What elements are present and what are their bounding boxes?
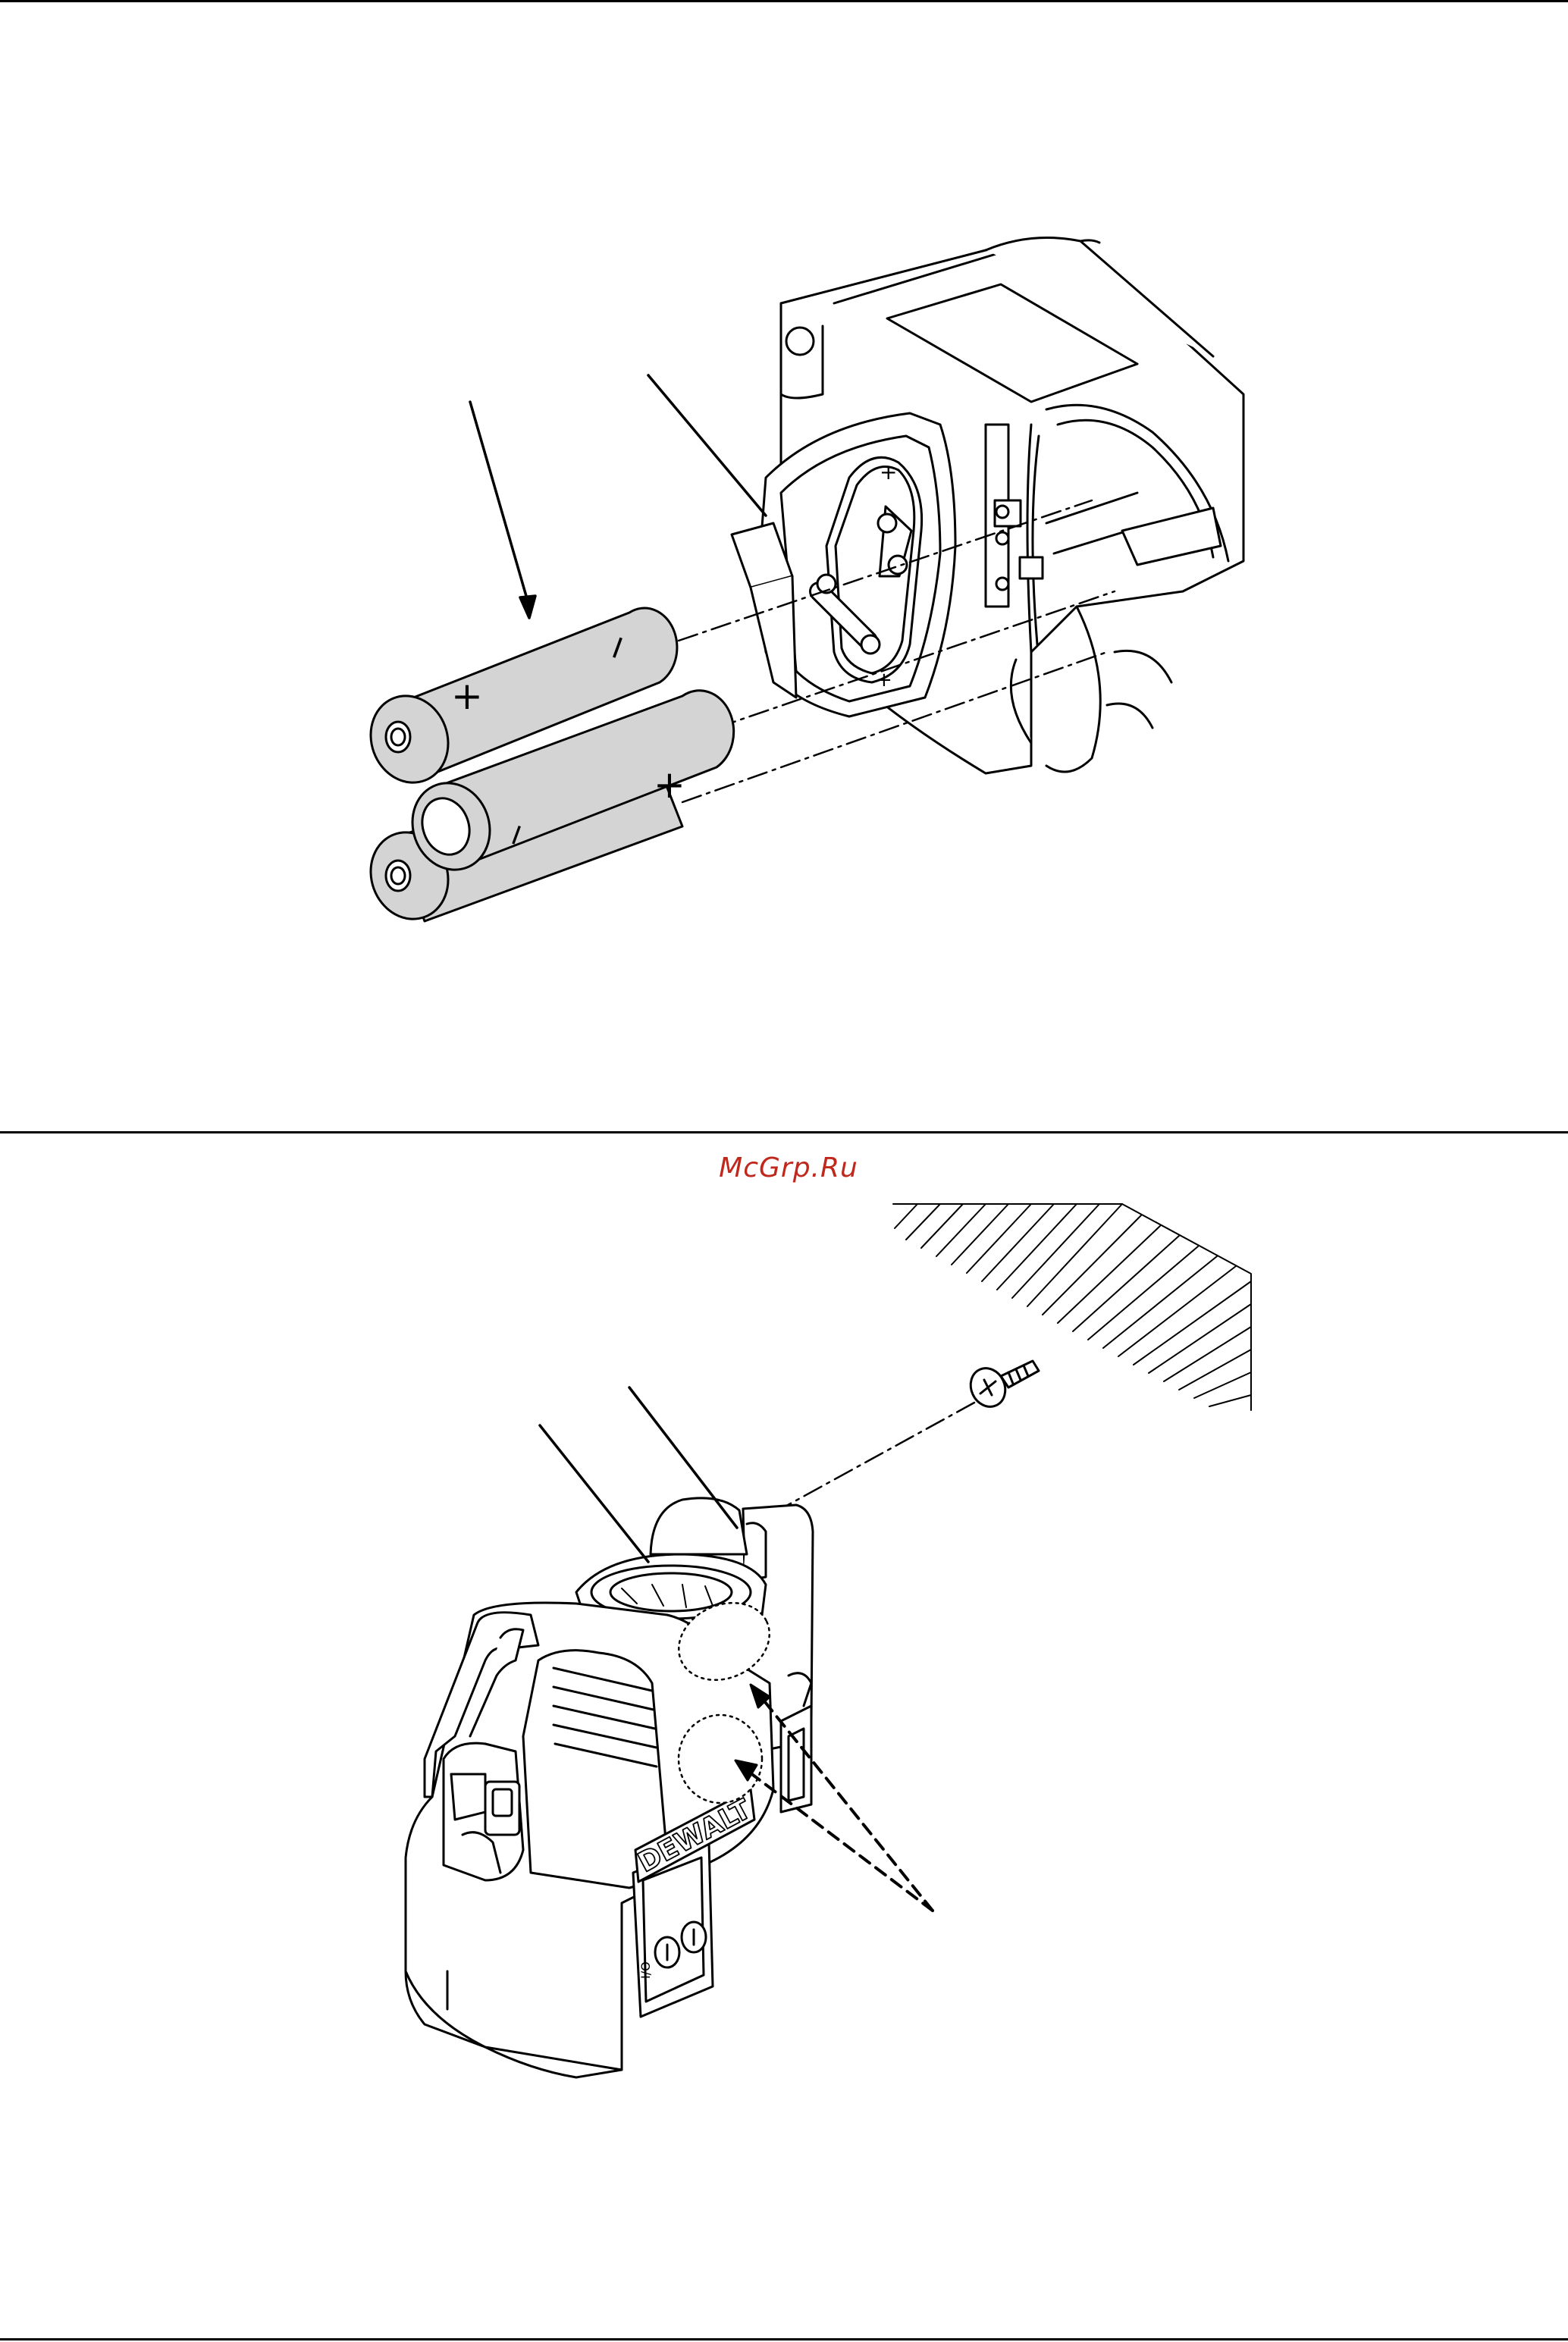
figure-wall-mount: DEWALT I/O xyxy=(406,1204,1251,2077)
leader-turret xyxy=(540,1425,648,1562)
laser-level-body: DEWALT I/O xyxy=(406,1498,813,2077)
watermark: McGrp.Ru xyxy=(713,1152,864,1184)
figure-battery-install: + + + − xyxy=(359,238,1243,930)
battery-middle-plus: + xyxy=(654,763,685,807)
aa-batteries: + − + − xyxy=(359,608,733,930)
callout-leaders-fig1 xyxy=(470,375,766,618)
panel-icon-label: I/O xyxy=(638,1961,653,1979)
screw-guide-line xyxy=(781,1403,974,1509)
leader-arrowhead-icon xyxy=(520,596,535,618)
battery-door: + + xyxy=(732,413,955,716)
mounting-screw-icon xyxy=(964,1361,1039,1412)
battery-top-plus: + xyxy=(451,674,483,718)
door-plus-marking: + xyxy=(880,459,897,484)
leader-battery-door xyxy=(648,375,766,516)
wall-hatching xyxy=(893,1204,1251,1410)
leader-batteries xyxy=(470,402,529,607)
door-minus-marking: + xyxy=(876,669,892,691)
